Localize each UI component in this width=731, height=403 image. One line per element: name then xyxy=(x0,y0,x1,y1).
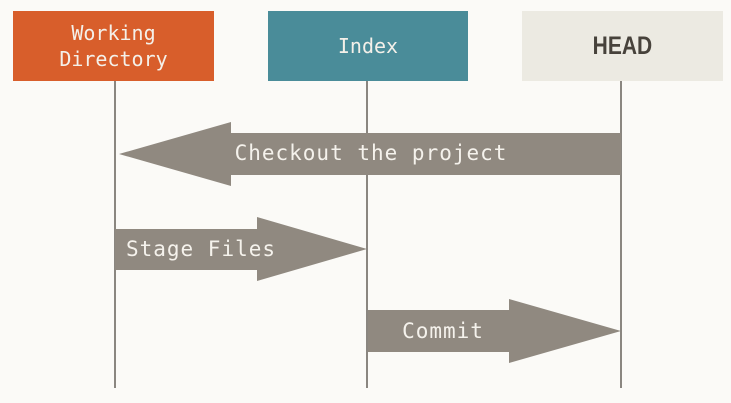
arrow-stage-files xyxy=(115,217,367,281)
node-index: Index xyxy=(268,11,468,81)
node-head-label: HEAD xyxy=(592,32,653,60)
lifeline-head xyxy=(620,81,622,388)
node-working-directory-label: Working Directory xyxy=(59,21,168,71)
arrow-label-commit: Commit xyxy=(402,319,484,343)
node-index-label: Index xyxy=(337,34,399,58)
lifeline-index xyxy=(366,81,368,388)
arrow-label-checkout-the-project: Checkout the project xyxy=(234,141,508,165)
node-working-directory: Working Directory xyxy=(13,11,214,81)
arrow-label-stage-files: Stage Files xyxy=(125,237,277,261)
node-head: HEAD xyxy=(522,11,723,81)
arrow-checkout-the-project xyxy=(119,122,621,186)
arrow-commit xyxy=(368,299,621,363)
